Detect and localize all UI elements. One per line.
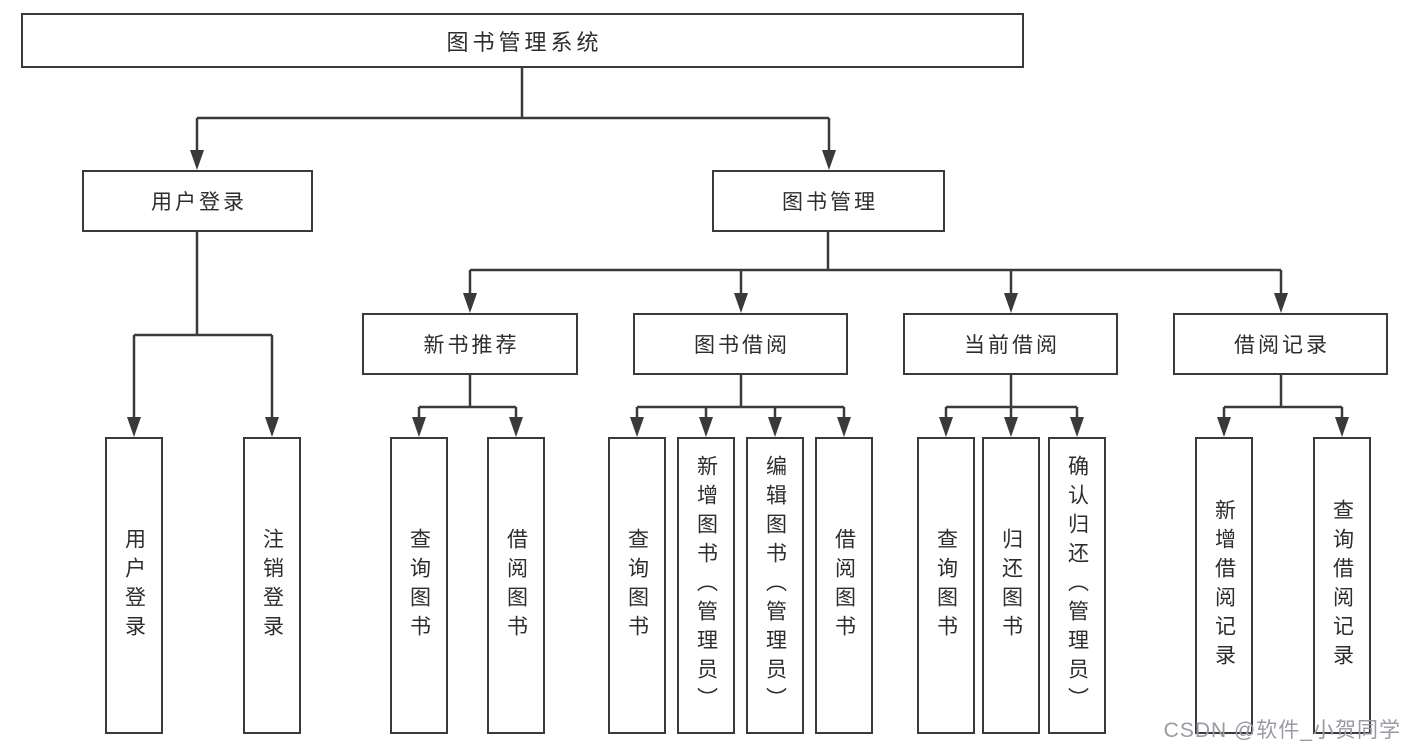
- leaf-confirm-return-admin: 确认归还（管理员）: [1048, 437, 1106, 734]
- node-label: 图书管理系统: [446, 29, 603, 55]
- leaf-logout: 注销登录: [243, 437, 301, 734]
- node-label: 查询图书: [625, 527, 649, 644]
- node-label: 编辑图书（管理员）: [763, 455, 787, 716]
- node-label: 借阅图书: [504, 527, 528, 644]
- node-label: 查询图书: [407, 527, 431, 644]
- node-book-management: 图书管理: [712, 170, 945, 232]
- node-library-management-system: 图书管理系统: [21, 13, 1024, 68]
- node-current-borrowing: 当前借阅: [903, 313, 1118, 375]
- node-label: 当前借阅: [964, 334, 1060, 357]
- leaf-query-books-recommend: 查询图书: [390, 437, 448, 734]
- node-label: 新增图书（管理员）: [694, 455, 718, 716]
- node-label: 确认归还（管理员）: [1065, 455, 1089, 716]
- node-label: 用户登录: [151, 191, 247, 214]
- node-borrowing-records: 借阅记录: [1173, 313, 1388, 375]
- leaf-add-borrowing-record: 新增借阅记录: [1195, 437, 1253, 734]
- node-label: 查询图书: [934, 527, 958, 644]
- leaf-borrow-books: 借阅图书: [815, 437, 873, 734]
- node-label: 用户登录: [122, 527, 146, 644]
- node-label: 归还图书: [999, 527, 1023, 644]
- leaf-query-books-current: 查询图书: [917, 437, 975, 734]
- node-label: 新书推荐: [423, 334, 520, 357]
- node-label: 新增借阅记录: [1212, 498, 1236, 673]
- leaf-return-books: 归还图书: [982, 437, 1040, 734]
- leaf-add-books-admin: 新增图书（管理员）: [677, 437, 735, 734]
- leaf-user-login: 用户登录: [105, 437, 163, 734]
- node-label: 注销登录: [260, 527, 284, 644]
- csdn-watermark: CSDN @软件_小贺同学: [1163, 719, 1401, 742]
- leaf-borrow-books-recommend: 借阅图书: [487, 437, 545, 734]
- leaf-edit-books-admin: 编辑图书（管理员）: [746, 437, 804, 734]
- node-user-login: 用户登录: [82, 170, 313, 232]
- node-label: 图书借阅: [694, 334, 790, 357]
- node-label: 图书管理: [782, 191, 878, 214]
- node-label: 查询借阅记录: [1330, 498, 1354, 673]
- node-label: 借阅记录: [1234, 334, 1330, 357]
- node-label: 借阅图书: [832, 527, 856, 644]
- node-book-borrowing: 图书借阅: [633, 313, 848, 375]
- leaf-query-borrowing-record: 查询借阅记录: [1313, 437, 1371, 734]
- leaf-query-books-borrowing: 查询图书: [608, 437, 666, 734]
- node-new-book-recommend: 新书推荐: [362, 313, 578, 375]
